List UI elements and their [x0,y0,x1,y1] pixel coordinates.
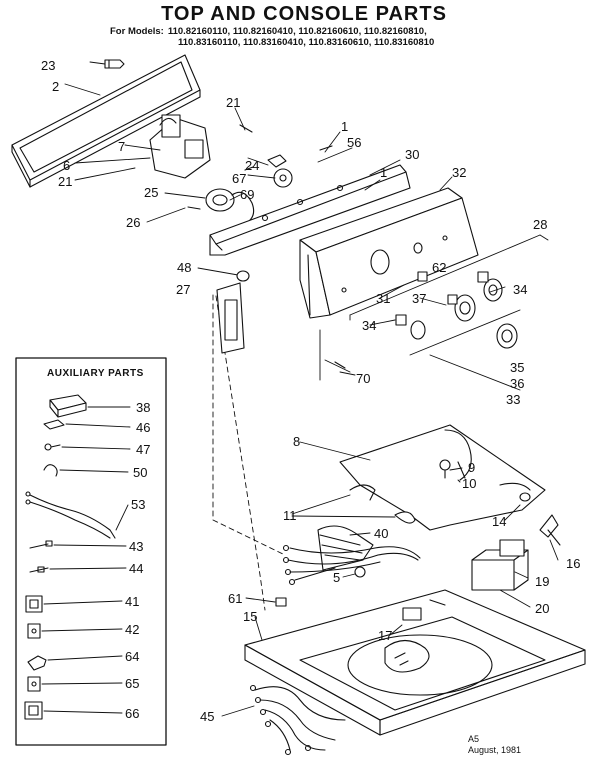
aux-callout-44: 44 [129,561,143,576]
callout-27: 27 [176,282,190,297]
lower-wiring-part [249,684,346,756]
callout-31: 31 [376,291,390,306]
callout-23: 23 [41,58,55,73]
callout-10: 10 [462,476,476,491]
callout-35: 35 [510,360,524,375]
callout-15: 15 [243,609,257,624]
small-fastener-parts [187,124,346,369]
callout-67: 67 [232,171,246,186]
models-list: For Models:110.82160110, 110.82160410, 1… [110,26,434,48]
switch-bracket-assembly [149,114,293,226]
aux-callout-46: 46 [136,420,150,435]
wire-harness-part [282,525,421,586]
callout-48: 48 [177,260,191,275]
callout-34: 34 [513,282,527,297]
callout-11: 11 [283,508,297,523]
models-label: For Models: [110,26,164,37]
callout-45: 45 [200,709,214,724]
aux-title: AUXILIARY PARTS [47,368,144,379]
callout-32: 32 [452,165,466,180]
washer-top-part [244,589,586,736]
callout-8: 8 [293,434,300,449]
callout-1: 1 [341,119,348,134]
aux-callout-53: 53 [131,497,145,512]
rear-panel-part [11,54,201,188]
callout-69: 69 [240,187,254,202]
revision-code: A5 [468,734,480,744]
callout-33: 33 [506,392,520,407]
console-rail-part [209,164,411,256]
callout-21: 21 [226,95,240,110]
lid-switch-assembly [354,514,561,591]
callout-30: 30 [405,147,419,162]
callout-17: 17 [378,628,392,643]
screw-part-23 [104,59,125,69]
callout-62: 62 [432,260,446,275]
top-plate-part [339,424,546,531]
aux-callout-64: 64 [125,649,139,664]
callout-6: 6 [63,158,70,173]
callout-1-right: 1 [380,165,387,180]
callout-21-lower: 21 [58,174,72,189]
aux-callout-38: 38 [136,400,150,415]
callout-26: 26 [126,215,140,230]
aux-callout-43: 43 [129,539,143,554]
callout-5: 5 [333,570,340,585]
aux-leader-lines [41,406,131,714]
callout-28: 28 [533,217,547,232]
callout-16: 16 [566,556,580,571]
knob-parts [395,271,518,349]
lower-leader-lines [221,441,559,717]
auxiliary-parts-box: AUXILIARY PARTS [15,357,167,746]
callout-61: 61 [228,591,242,606]
aux-callout-42: 42 [125,622,139,637]
callout-24: 24 [245,158,259,173]
callout-2: 2 [52,79,59,94]
revision-date: August, 1981 [468,745,522,755]
callout-20: 20 [535,601,549,616]
models-row-2: 110.83160110, 110.83160410, 110.83160610… [178,37,435,48]
callout-14: 14 [492,514,506,529]
leader-lines [64,61,549,611]
callout-34-lower: 34 [362,318,376,333]
revision-signature: A5 August, 1981 [468,734,521,756]
models-row-1: 110.82160110, 110.82160410, 110.82160610… [167,26,427,37]
callout-25: 25 [144,185,158,200]
callout-9: 9 [468,460,475,475]
callout-7: 7 [118,139,125,154]
callout-56: 56 [347,135,361,150]
callout-19: 19 [535,574,549,589]
callout-70: 70 [356,371,370,386]
aux-callout-65: 65 [125,676,139,691]
callout-40: 40 [374,526,388,541]
callout-37: 37 [412,291,426,306]
diagram-title: TOP AND CONSOLE PARTS [161,3,447,25]
aux-callout-66: 66 [125,706,139,721]
aux-callout-47: 47 [136,442,150,457]
aux-callout-41: 41 [125,594,139,609]
callout-36: 36 [510,376,524,391]
callout-numbers: 23 2 21 1 56 7 6 21 24 67 30 1 25 69 32 … [41,58,580,724]
aux-callout-50: 50 [133,465,147,480]
console-backsplash-part [299,187,479,319]
